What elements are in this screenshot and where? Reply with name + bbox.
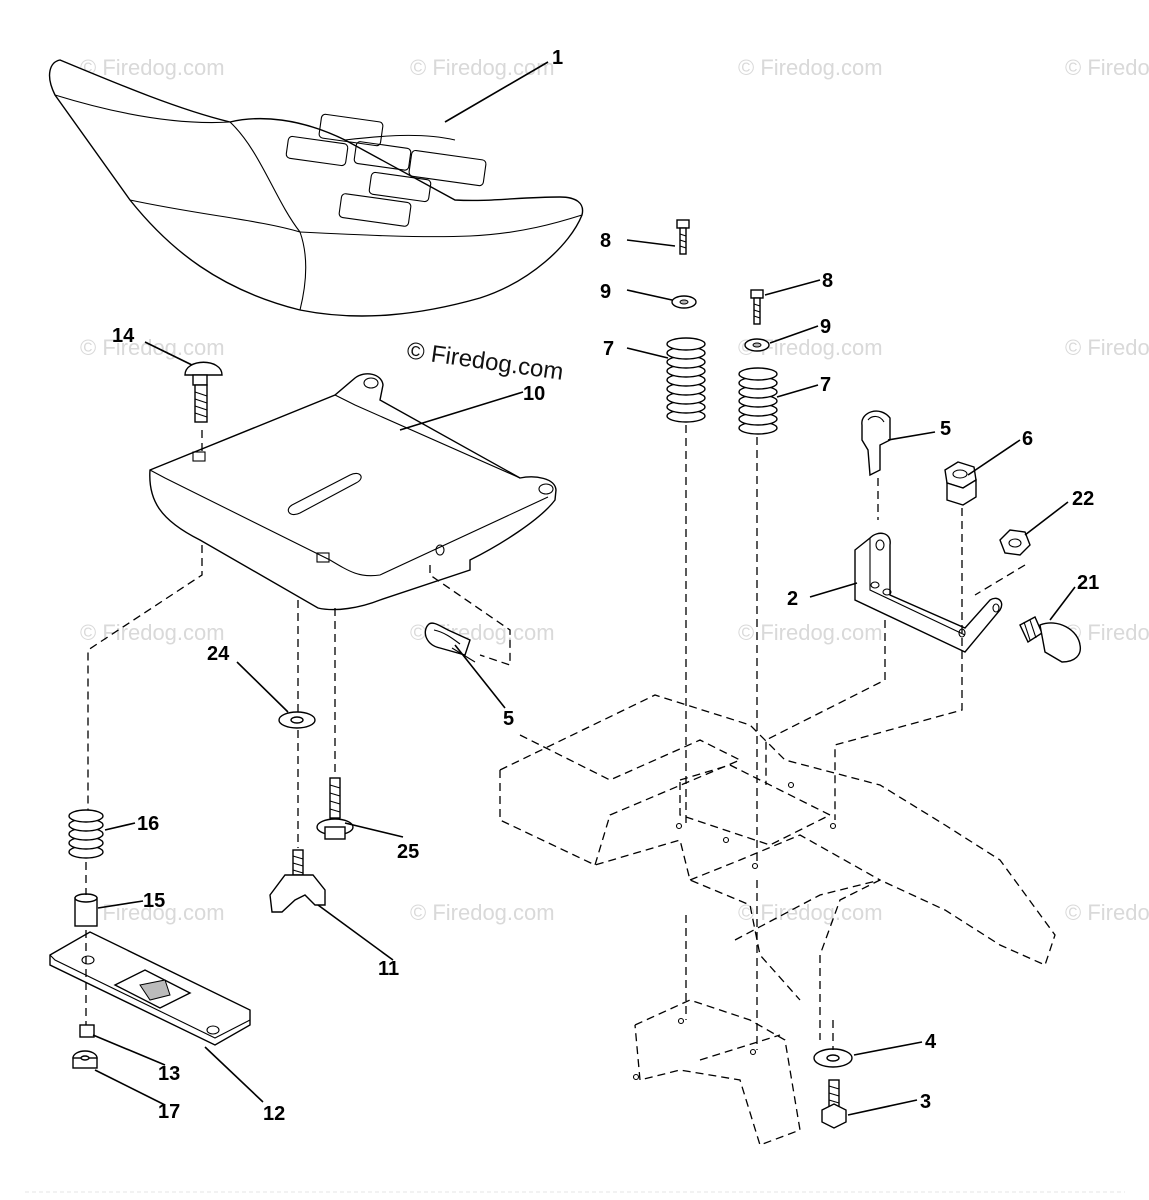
watermark: © Firedog.com <box>80 900 225 925</box>
hinge-clip-part <box>861 410 891 477</box>
hex-bolt-part <box>821 1079 847 1129</box>
shoulder-bolt-part <box>316 777 354 840</box>
adjuster-plate-part <box>49 931 251 1046</box>
seat-pan-part <box>149 373 557 611</box>
watermark: © Firedog.com <box>1065 335 1149 360</box>
callout-24: 24 <box>207 643 230 665</box>
callout-15: 15 <box>143 890 165 912</box>
watermark: © Firedog.com <box>80 620 225 645</box>
bolt-part <box>750 289 764 325</box>
callout-22: 22 <box>1072 488 1094 510</box>
seat-spring-part <box>738 367 778 435</box>
watermark: © Firedog.com <box>80 55 225 80</box>
watermark: © Firedog.com <box>80 335 225 360</box>
callout-16: 16 <box>137 813 159 835</box>
lock-washer-part <box>671 295 697 309</box>
callout-10: 10 <box>523 383 545 405</box>
seat-bracket-part <box>854 532 1003 653</box>
leader-line-group <box>92 61 1076 1116</box>
callout-2: 2 <box>787 588 798 610</box>
hex-nut-part <box>999 529 1031 556</box>
lock-washer-part <box>744 338 770 352</box>
adjustment-knob-part <box>269 849 326 913</box>
flat-washer-part <box>278 711 316 729</box>
callout-5: 5 <box>940 418 951 440</box>
callout-5: 5 <box>503 708 514 730</box>
watermark: © Firedog.com <box>410 55 555 80</box>
bolt-part <box>676 219 690 255</box>
assembly-line-group <box>85 425 1026 1050</box>
callout-7: 7 <box>820 374 831 396</box>
knob-nut-part <box>72 1050 98 1069</box>
flat-washer-part <box>813 1048 853 1068</box>
callout-8: 8 <box>600 230 611 252</box>
callout-9: 9 <box>600 281 611 303</box>
spacer-part <box>74 893 98 927</box>
callout-4: 4 <box>925 1031 937 1053</box>
callout-8: 8 <box>822 270 833 292</box>
callout-3: 3 <box>920 1091 931 1113</box>
callout-7: 7 <box>603 338 614 360</box>
callout-17: 17 <box>158 1101 180 1123</box>
callout-11: 11 <box>378 958 399 980</box>
callout-6: 6 <box>1022 428 1033 450</box>
flange-bolt-part <box>1019 616 1082 663</box>
callout-14: 14 <box>112 325 135 347</box>
callout-12: 12 <box>263 1103 285 1125</box>
watermark: © Firedog.com <box>1065 55 1149 80</box>
watermark: © Firedog.com <box>738 620 883 645</box>
carriage-bolt-part <box>184 361 223 423</box>
hex-nut-part <box>79 1024 95 1038</box>
watermark: © Firedog.com <box>1065 900 1149 925</box>
lock-nut-part <box>944 461 977 506</box>
watermark: © Firedog.com <box>738 900 883 925</box>
seat-part <box>48 59 584 317</box>
seat-spring-part <box>666 337 706 423</box>
callout-13: 13 <box>158 1063 180 1085</box>
callout-9: 9 <box>820 316 831 338</box>
frame-phantom-outline <box>499 694 1056 1146</box>
compression-spring-part <box>68 809 104 859</box>
callout-25: 25 <box>397 841 419 863</box>
watermark: © Firedog.com <box>738 55 883 80</box>
callout-group: 1 14 10 8 9 7 8 9 7 5 6 22 21 2 5 24 25 … <box>112 47 1099 1125</box>
copyright-notice: © Firedog.com <box>405 337 565 386</box>
callout-21: 21 <box>1077 572 1099 594</box>
watermark: © Firedog.com <box>410 900 555 925</box>
callout-1: 1 <box>552 47 563 69</box>
